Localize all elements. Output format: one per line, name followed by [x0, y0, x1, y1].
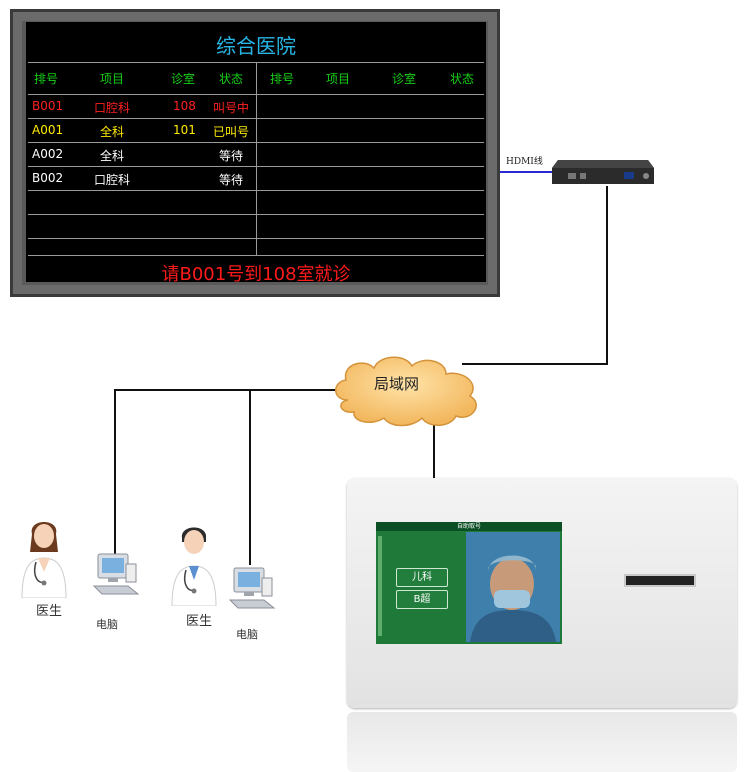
network-line	[114, 389, 346, 391]
ticket-printer-slot	[624, 574, 696, 587]
kiosk-side-strip	[378, 536, 382, 636]
kiosk-title: 自助取号	[376, 522, 562, 531]
row-1-number: B001	[32, 99, 63, 113]
row-3-number: A002	[32, 147, 63, 161]
hdmi-cable	[500, 171, 552, 173]
queue-board-screen: 综合医院 排号 项目 诊室 状态 排号 项目 诊室 状态 B001 口腔科 10…	[26, 22, 486, 282]
header-number: 排号	[34, 70, 58, 87]
female-doctor-icon	[18, 512, 70, 598]
kiosk-button-pediatrics[interactable]: 儿科	[396, 568, 448, 587]
header-item: 项目	[100, 70, 124, 87]
row-1-status: 叫号中	[213, 99, 249, 116]
network-line	[433, 424, 435, 478]
computer-2-label: 电脑	[236, 626, 258, 642]
kiosk-screen: 自助取号 儿科 B超	[376, 522, 562, 644]
board-column-divider	[256, 62, 257, 255]
kiosk-lower-body	[347, 712, 737, 772]
board-call-message: 请B001号到108室就诊	[26, 260, 486, 286]
header-number-right: 排号	[270, 70, 294, 87]
row-3-status: 等待	[219, 147, 243, 164]
header-status: 状态	[219, 70, 243, 87]
row-3-item: 全科	[100, 147, 124, 164]
row-4-status: 等待	[219, 171, 243, 188]
network-line	[114, 389, 116, 565]
computer-1-label: 电脑	[96, 616, 118, 632]
row-1-item: 口腔科	[94, 99, 130, 116]
male-doctor-icon	[168, 518, 220, 606]
header-item-right: 项目	[326, 70, 350, 87]
computer-1-icon	[92, 552, 140, 596]
hdmi-label: HDMI线	[506, 154, 543, 167]
lan-label: 局域网	[374, 373, 419, 394]
row-4-item: 口腔科	[94, 171, 130, 188]
computer-2-icon	[228, 566, 276, 610]
doctor-1-label: 医生	[36, 600, 62, 619]
row-1-room: 108	[173, 99, 196, 113]
media-player-box	[550, 158, 655, 186]
row-2-status: 已叫号	[213, 123, 249, 140]
network-line	[249, 389, 251, 565]
header-room-right: 诊室	[392, 70, 416, 87]
kiosk-button-ultrasound[interactable]: B超	[396, 590, 448, 609]
board-grid-line	[28, 255, 484, 256]
surgeon-photo	[466, 532, 560, 642]
row-2-room: 101	[173, 123, 196, 137]
header-status-right: 状态	[450, 70, 474, 87]
board-title: 综合医院	[26, 30, 486, 59]
network-line	[606, 186, 608, 364]
row-4-number: B002	[32, 171, 63, 185]
doctor-2-label: 医生	[186, 610, 212, 629]
row-2-number: A001	[32, 123, 63, 137]
header-room: 诊室	[171, 70, 195, 87]
row-2-item: 全科	[100, 123, 124, 140]
